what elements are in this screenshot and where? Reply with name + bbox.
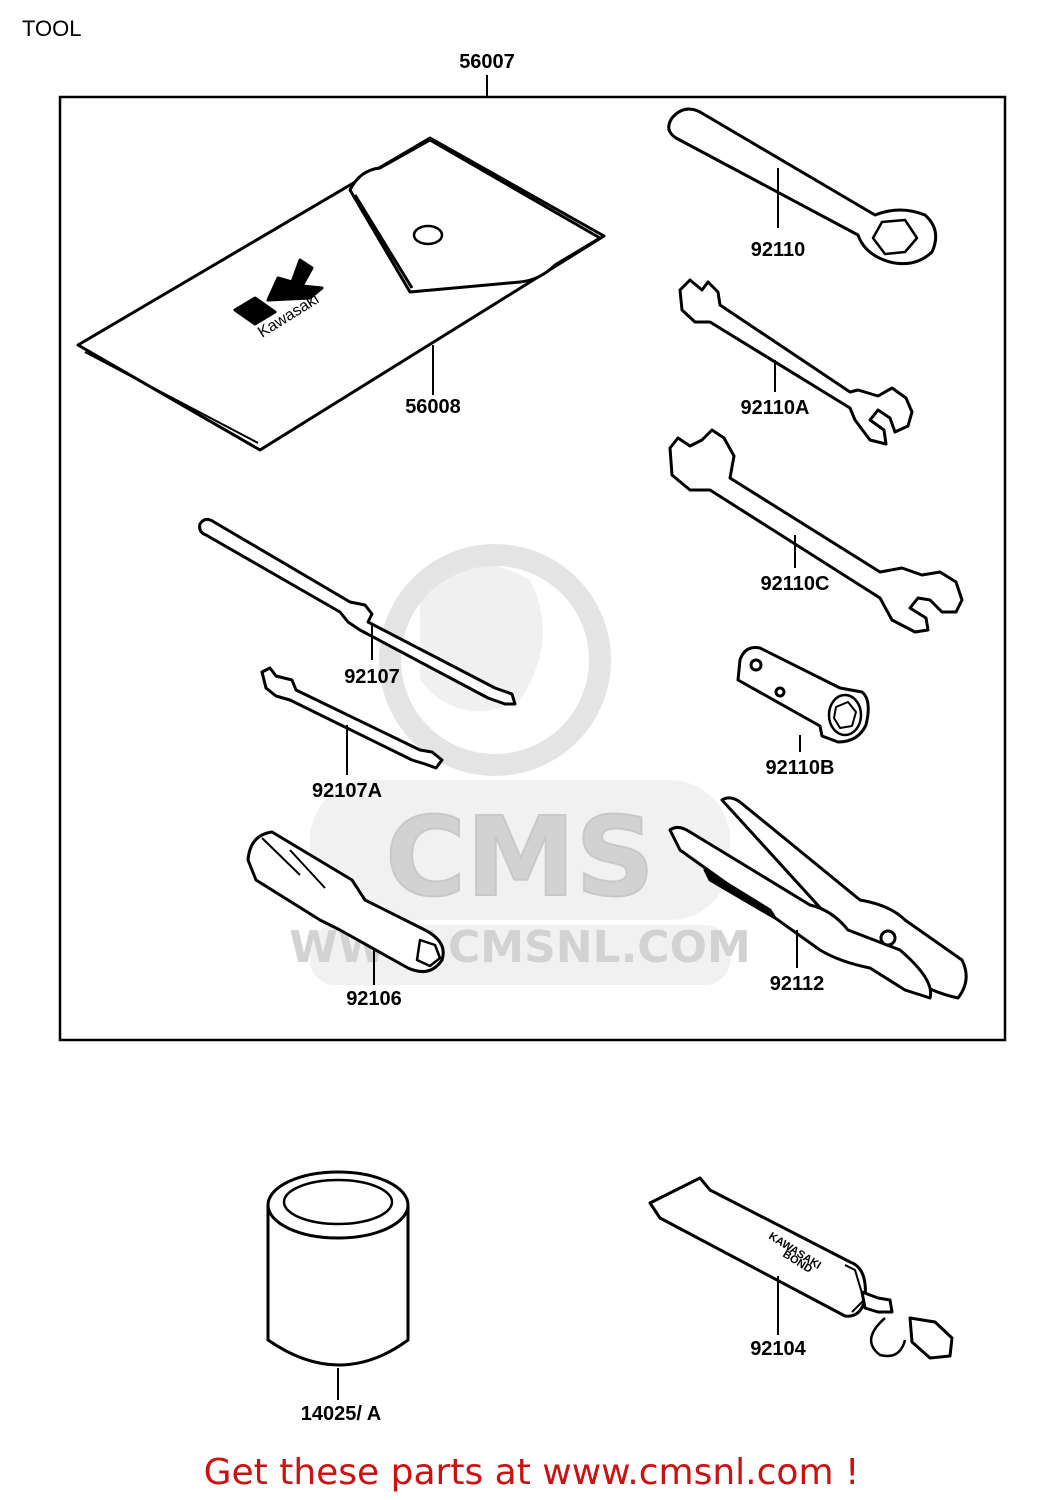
oil-filter-icon <box>266 1170 410 1367</box>
screwdriver-blade-icon <box>198 517 517 706</box>
label-92104: 92104 <box>750 1338 806 1360</box>
label-92110: 92110 <box>751 239 806 261</box>
label-92110C: 92110C <box>761 573 830 595</box>
label-92107: 92107 <box>344 666 400 688</box>
plug-wrench-icon <box>736 646 870 744</box>
label-92110A: 92110A <box>741 397 810 419</box>
tool-pouch-icon: Kawasaki <box>76 136 606 452</box>
box-wrench-icon <box>667 107 938 266</box>
label-92112: 92112 <box>770 973 825 995</box>
tool-kit-frame <box>58 75 1007 1042</box>
bond-tube-icon: KAWASAKI BOND <box>648 1176 954 1360</box>
page-title: TOOL <box>22 16 82 41</box>
watermark: CMS WWW.CMSNL.COM <box>289 544 751 985</box>
screwdriver-blade-small-icon <box>260 666 444 770</box>
footer-parts-link[interactable]: Get these parts at www.cmsnl.com ! <box>203 1452 860 1493</box>
label-14025A: 14025/ A <box>301 1403 381 1425</box>
label-56007: 56007 <box>459 51 515 73</box>
label-92110B: 92110B <box>766 757 835 779</box>
pliers-icon <box>668 796 968 1000</box>
label-92107A: 92107A <box>312 780 382 802</box>
label-92106: 92106 <box>346 988 402 1010</box>
open-end-wrench-large-icon <box>668 428 964 634</box>
open-end-wrench-small-icon <box>678 278 914 446</box>
watermark-mascot-icon <box>379 544 611 776</box>
label-56008: 56008 <box>405 396 461 418</box>
screwdriver-handle-icon <box>246 830 445 974</box>
watermark-brand: CMS <box>385 793 654 921</box>
